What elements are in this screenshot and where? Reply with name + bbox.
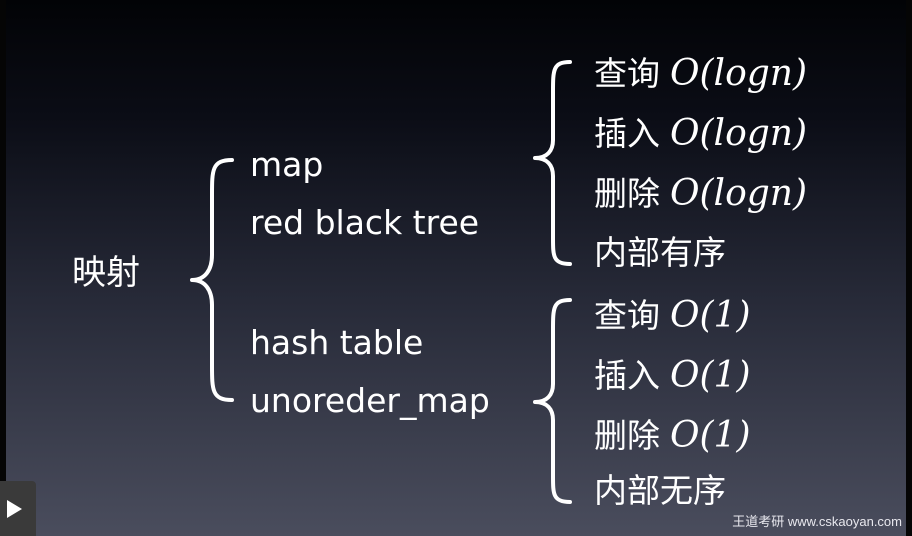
operation-label: 查询: [594, 296, 660, 335]
group1-property-row: 插入 O(logn): [594, 116, 807, 152]
operation-label: 插入: [594, 114, 660, 153]
complexity-label: O(1): [670, 355, 751, 396]
group2-property-row: 删除 O(1): [594, 418, 751, 454]
complexity-label: O(1): [670, 295, 751, 336]
operation-label: 删除: [594, 174, 660, 213]
root-label: 映射: [72, 253, 140, 293]
group1-property-row: 删除 O(logn): [594, 176, 807, 212]
complexity-label: O(1): [670, 415, 751, 456]
impl-hash-table: hash table: [250, 323, 424, 362]
operation-label: 查询: [594, 54, 660, 93]
group2-property-row: 内部无序: [594, 474, 726, 507]
play-button[interactable]: [0, 481, 36, 536]
left-frame-edge: [0, 0, 6, 536]
group2-property-row: 查询 O(1): [594, 298, 751, 334]
group1-property-row: 查询 O(logn): [594, 56, 807, 92]
complexity-label: O(logn): [670, 113, 808, 154]
operation-label: 内部无序: [594, 471, 726, 510]
play-icon: [7, 500, 22, 518]
group2-brace: [533, 298, 572, 504]
group2-property-row: 插入 O(1): [594, 358, 751, 394]
group1-brace: [533, 60, 572, 266]
group1-property-row: 内部有序: [594, 236, 726, 269]
impl-map: map: [250, 145, 324, 184]
impl-red-black-tree: red black tree: [250, 203, 480, 242]
operation-label: 插入: [594, 356, 660, 395]
operation-label: 内部有序: [594, 233, 726, 272]
complexity-label: O(logn): [670, 53, 808, 94]
right-frame-edge: [906, 0, 912, 536]
root-brace: [190, 158, 234, 402]
operation-label: 删除: [594, 416, 660, 455]
complexity-label: O(logn): [670, 173, 808, 214]
watermark: 王道考研 www.cskaoyan.com: [732, 514, 902, 529]
impl-unordered-map: unoreder_map: [250, 381, 490, 420]
